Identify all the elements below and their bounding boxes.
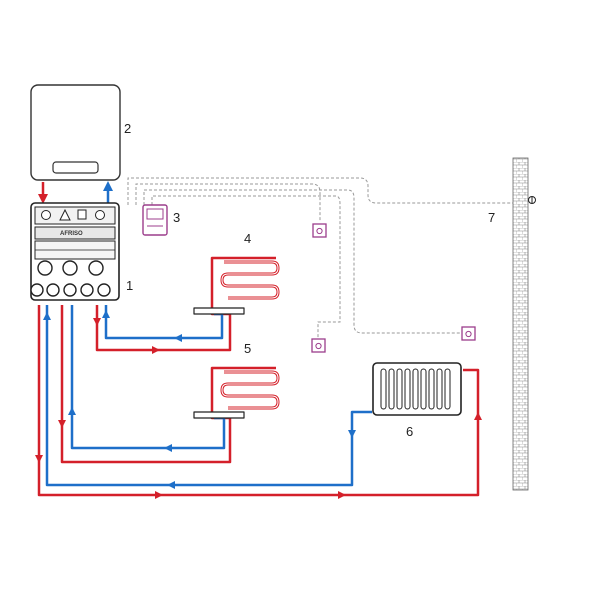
radiator [372,362,462,416]
label-floor-circuit-5: 5 [244,341,251,356]
floor-heating-circuit-5 [60,305,280,464]
brand-logo-text: AFRISO [60,231,83,237]
control-wiring [127,177,520,338]
label-outdoor-sensor: 7 [488,210,495,225]
floor-4-arrows [93,310,182,354]
radiator-circuit [37,305,480,497]
outdoor-sensor-icon [528,196,536,204]
floor-5-arrows [58,407,172,452]
thermostat-radiator [461,326,476,341]
outside-wall [512,157,529,491]
thermostat-circuit-5 [311,338,326,353]
label-floor-circuit-4: 4 [244,231,251,246]
thermostat-circuit-4 [312,223,327,238]
radiator-circuit-arrows [35,312,482,499]
mixing-unit: AFRISO [30,202,120,301]
label-radiator: 6 [406,424,413,439]
floor-heating-circuit-4 [95,256,280,352]
label-mixing-unit: 1 [126,278,133,293]
label-boiler: 2 [124,121,131,136]
label-controller: 3 [173,210,180,225]
room-controller [142,204,168,236]
boiler [30,84,121,181]
